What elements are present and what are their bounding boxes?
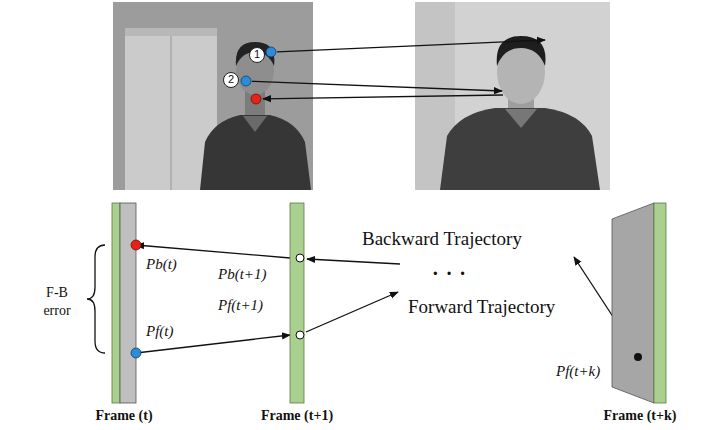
track-point: [296, 254, 304, 262]
trajectory-label-box: Forward Trajectory: [408, 296, 555, 318]
frame-heading: Frame (t+k): [604, 406, 677, 424]
backward-continuation: [307, 259, 400, 264]
frame-shape: [112, 203, 136, 403]
callout-number: 2: [223, 72, 239, 88]
frame-shape: [290, 203, 304, 403]
frame-heading: Frame (t+1): [261, 406, 333, 424]
video-frame: Frame (t+k): [612, 203, 668, 403]
callout-number-box: 2: [223, 72, 239, 88]
bracket: [87, 245, 105, 353]
frame-edge: [654, 203, 666, 403]
point-label-box: Pb(t): [146, 255, 177, 273]
point-label: Pb(t+1): [218, 266, 266, 282]
track-point: [296, 331, 304, 339]
trajectory-label: Backward Trajectory: [362, 228, 522, 249]
point-label: Pf(t): [146, 323, 174, 339]
frame-label: Frame (t+k): [604, 408, 677, 423]
callout-number-box: 1: [249, 47, 265, 63]
point-label-box: Pf(t+1): [218, 296, 263, 314]
ellipsis: · · ·: [432, 262, 467, 284]
frame-shape: [612, 203, 668, 403]
video-frame: Frame (t): [112, 203, 136, 403]
trajectory-label-box: Backward Trajectory: [362, 228, 522, 250]
point-label-box: Pf(t): [146, 322, 174, 340]
point-arrows: [241, 40, 545, 104]
frame-edge: [290, 203, 304, 403]
frame-label: Frame (t): [95, 408, 152, 423]
point-label-box: Pf(t+k): [556, 362, 600, 380]
point-label: Pb(t): [146, 256, 177, 272]
callout-number: 1: [249, 47, 265, 63]
frame-plane: [120, 203, 136, 403]
ellipsis-box: · · ·: [432, 262, 467, 285]
video-frame: Frame (t+1): [290, 203, 304, 403]
error-label: F-B error: [43, 285, 70, 318]
point-label: Pf(t+k): [556, 363, 600, 379]
forward-point: [131, 348, 141, 358]
frame-plane: [612, 203, 654, 403]
forward-continuation: [306, 292, 398, 332]
error-label-box: F-B error: [34, 283, 80, 319]
backward-point: [131, 240, 141, 250]
point-label: Pf(t+1): [218, 297, 263, 313]
point-label-box: Pb(t+1): [218, 265, 266, 283]
frame-heading: Frame (t): [95, 406, 152, 424]
photo-frame-t: [113, 2, 313, 190]
frame-edge: [112, 203, 120, 403]
trajectory-label: Forward Trajectory: [408, 296, 555, 317]
frame-label: Frame (t+1): [261, 408, 333, 423]
track-point: [634, 353, 642, 361]
